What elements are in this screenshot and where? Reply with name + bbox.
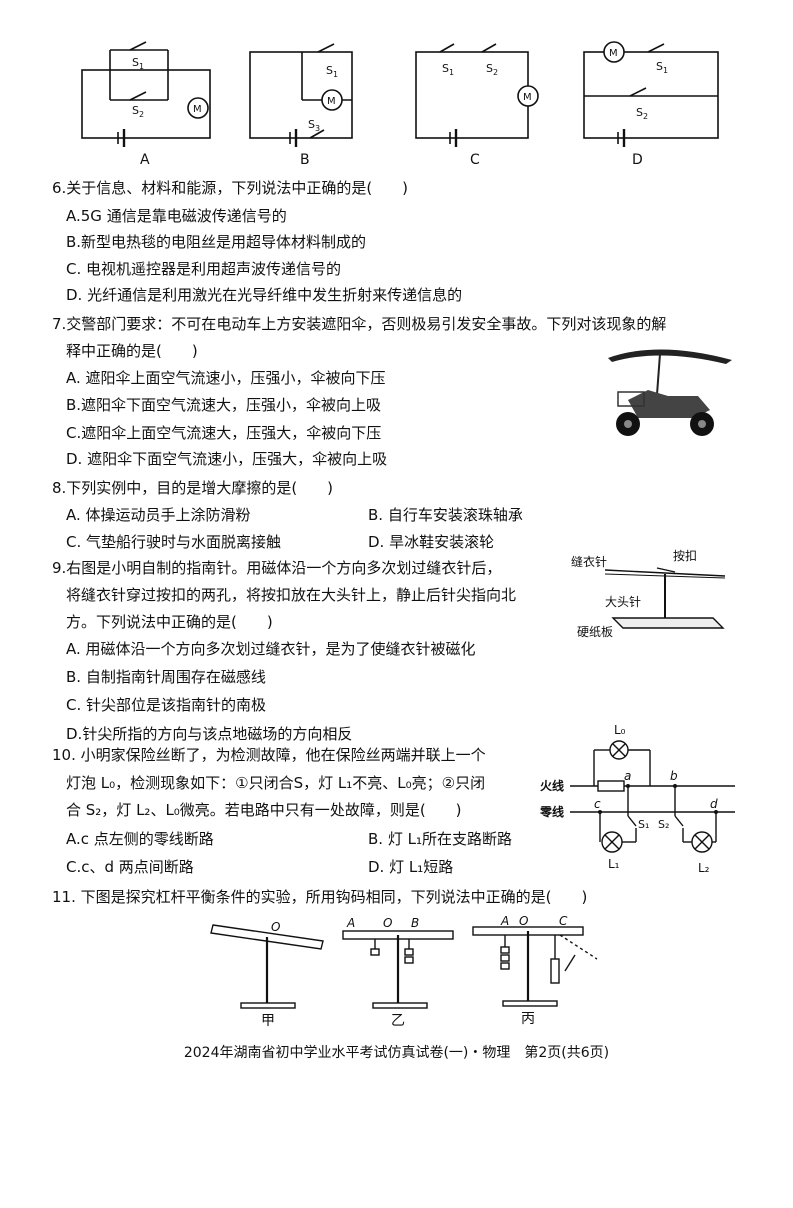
caption-yi: 乙 [391,1013,405,1027]
label-l1: L₁ [608,857,620,871]
label-button: 按扣 [673,549,697,563]
a-s1-label: S1 [132,56,144,71]
a-motor-label: M [193,104,202,115]
scooter-umbrella-picture [608,349,732,436]
d-motor-label: M [609,48,618,59]
q6-option-a: A.5G 通信是靠电磁波传递信号的 [66,207,287,225]
page-footer: 2024年湖南省初中学业水平考试仿真试卷(一)・物理 第2页(共6页) [183,1045,610,1061]
q11-stem: 11. 下图是探究杠杆平衡条件的实验，所用钩码相同，下列说法中正确的是( ) [52,888,588,906]
a-s2-label: S2 [132,104,144,119]
q9-stem-line3: 方。下列说法中正确的是( ) [66,613,273,631]
q6-option-d: D. 光纤通信是利用激光在光导纤维中发生折射来传递信息的 [66,286,463,304]
circuit-diagrams: S1 S2 M S1 M S3 S1 S2 M M S1 S2 A B C D [81,41,719,168]
label-fire-wire: 火线 [540,778,564,793]
q7-option-c: C.遮阳伞上面空气流速大，压强大，伞被向下压 [66,424,382,442]
q8-option-c: C. 气垫船行驶时与水面脱离接触 [66,533,282,551]
label-l2: L₂ [698,861,710,875]
q6-stem: 6.关于信息、材料和能源，下列说法中正确的是( ) [52,179,409,197]
jia-label-o: O [271,920,280,934]
yi-label-b: B [411,916,419,930]
q10-option-a: A.c 点左侧的零线断路 [66,830,214,848]
c-s2-label: S2 [486,62,498,77]
circuit-b [249,43,353,147]
yi-label-a: A [346,916,355,930]
q10-stem-line3: 合 S₂，灯 L₂、L₀微亮。若电路中只有一处故障，则是( ) [66,801,462,819]
q7-stem-line2: 释中正确的是( ) [66,342,198,360]
compass-figure: 缝衣针 按扣 大头针 硬纸板 [571,549,726,639]
label-b: b [670,769,678,783]
household-circuit-figure: 火线 零线 L₀ a b c d S₁ S₂ L₁ L₂ [540,723,735,875]
q7-option-b: B.遮阳伞下面空气流速大，压强小，伞被向上吸 [66,396,382,414]
caption-bing: 丙 [521,1011,535,1027]
q7-option-d: D. 遮阳伞下面空气流速小，压强大，伞被向上吸 [66,450,388,468]
q6-option-c: C. 电视机遥控器是利用超声波传递信号的 [66,260,342,278]
b-s3-label: S3 [308,118,320,133]
d-s2-label: S2 [636,106,648,121]
circuit-a [81,41,211,147]
q9-option-b: B. 自制指南针周围存在磁感线 [66,668,266,686]
q10-option-b: B. 灯 L₁所在支路断路 [368,830,512,848]
bing-label-o: O [519,915,528,928]
caption-jia: 甲 [261,1013,275,1027]
lever-experiments-figure: O A O B A O C 甲 乙 丙 [210,915,598,1027]
circuit-d [583,41,719,147]
q8-option-b: B. 自行车安装滚珠轴承 [368,506,523,524]
q9-stem-line1: 9.右图是小明自制的指南针。用磁体沿一个方向多次划过缝衣针后， [52,559,502,577]
label-pin: 大头针 [605,594,641,609]
label-c: c [594,797,601,811]
label-needle: 缝衣针 [571,554,607,569]
d-s1-label: S1 [656,60,668,75]
q9-option-c: C. 针尖部位是该指南针的南极 [66,696,267,714]
circuit-c [415,43,539,147]
q6-option-b: B.新型电热毯的电阻丝是用超导体材料制成的 [66,233,367,251]
circuit-label-b: B [300,152,310,168]
q8-stem: 8.下列实例中，目的是增大摩擦的是( ) [52,479,334,497]
q7-stem-line1: 7.交警部门要求：不可在电动车上方安装遮阳伞，否则极易引发安全事故。下列对该现象… [52,315,667,333]
q9-stem-line2: 将缝衣针穿过按扣的两孔，将按扣放在大头针上，静止后针尖指向北 [66,586,517,604]
c-s1-label: S1 [442,62,454,77]
bing-label-a: A [500,915,509,928]
q10-option-c: C.c、d 两点间断路 [66,858,194,876]
q7-option-a: A. 遮阳伞上面空气流速小，压强小，伞被向下压 [66,369,386,387]
q10-stem-line1: 10. 小明家保险丝断了，为检测故障，他在保险丝两端并联上一个 [52,746,486,764]
label-board: 硬纸板 [577,625,613,639]
q8-option-a: A. 体操运动员手上涂防滑粉 [66,506,251,524]
label-s1: S₁ [638,818,649,831]
label-a: a [624,769,631,783]
label-l0: L₀ [614,723,626,737]
q10-option-d: D. 灯 L₁短路 [368,858,454,876]
label-s2: S₂ [658,818,669,831]
q10-stem-line2: 灯泡 L₀，检测现象如下：①只闭合S，灯 L₁不亮、L₀亮；②只闭 [66,774,486,792]
c-motor-label: M [523,92,532,103]
q9-option-a: A. 用磁体沿一个方向多次划过缝衣针，是为了使缝衣针被磁化 [66,640,476,658]
circuit-label-d: D [632,152,643,168]
b-motor-label: M [327,96,336,107]
label-d: d [710,797,718,811]
yi-label-o: O [383,916,392,930]
q9-option-d: D.针尖所指的方向与该点地磁场的方向相反 [66,725,353,743]
bing-label-c: C [559,915,568,928]
b-s1-label: S1 [326,64,338,79]
q8-option-d: D. 旱冰鞋安装滚轮 [368,533,495,551]
label-zero-wire: 零线 [540,804,564,819]
circuit-label-a: A [140,152,150,168]
circuit-label-c: C [470,152,480,168]
